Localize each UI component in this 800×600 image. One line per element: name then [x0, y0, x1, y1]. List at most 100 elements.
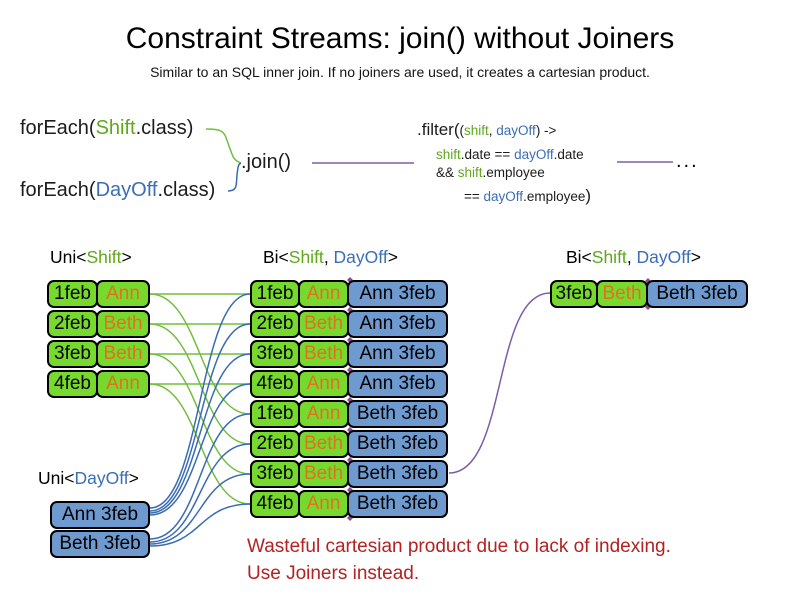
cartesian-row: 2feb Beth Beth 3feb [250, 430, 448, 458]
code-text: == [464, 189, 484, 204]
label-part: > [121, 247, 132, 267]
shift-employee-cell: Ann [96, 280, 150, 308]
cartesian-row: 3feb Beth Ann 3feb [250, 340, 448, 368]
dayoff-cell: Beth 3feb [646, 280, 748, 308]
shift-date-cell: 1feb [250, 400, 300, 428]
shift-date-cell: 3feb [250, 340, 300, 368]
dayoff-type-token: DayOff [636, 247, 691, 267]
foreach-dayoff-code: forEach(DayOff.class) [20, 179, 215, 202]
shift-employee-cell: Beth [96, 340, 150, 368]
dayoff-type-token: DayOff [74, 468, 129, 488]
code-text: ) -> [535, 123, 557, 138]
code-text: .date == [460, 147, 515, 162]
dayoff-param-token: dayOff [514, 147, 554, 162]
dayoff-cell: Ann 3feb [347, 340, 448, 368]
cartesian-row: 2feb Beth Ann 3feb [250, 310, 448, 338]
filter-code-line1: .filter((shift, dayOff) -> [417, 120, 556, 140]
page-subtitle: Similar to an SQL inner join. If no join… [150, 64, 650, 80]
shift-date-cell: 2feb [250, 430, 300, 458]
foreach-shift-code: forEach(Shift.class) [20, 117, 193, 140]
label-part: Bi< [566, 247, 592, 267]
cartesian-row: 1feb Ann Beth 3feb [250, 400, 448, 428]
join-lines [312, 161, 673, 474]
shift-date-cell: 1feb [47, 280, 98, 308]
shift-date-cell: 1feb [250, 280, 300, 308]
code-text: .class) [135, 117, 194, 139]
shift-date-cell: 2feb [250, 310, 300, 338]
dayoff-cell: Ann 3feb [347, 280, 448, 308]
dayoff-param-token: dayOff [483, 189, 524, 204]
bi-shift-dayoff-label-right: Bi<Shift, DayOff> [566, 247, 701, 268]
cartesian-row: 4feb Ann Ann 3feb [250, 370, 448, 398]
filter-code-line3: && shift.employee [436, 165, 545, 180]
shift-type-token: Shift [288, 247, 324, 267]
result-row: 3feb Beth Beth 3feb [550, 280, 748, 308]
shift-param-token: shift [436, 147, 461, 162]
shift-type-token: Shift [591, 247, 627, 267]
join-code: .join() [241, 151, 292, 173]
dayoff-cell: Ann 3feb [347, 310, 448, 338]
dayoff-cell: Ann 3feb [50, 501, 150, 529]
shift-employee-cell: Beth [298, 310, 349, 338]
dayoff-type-token: DayOff [333, 247, 388, 267]
dayoff-class-token: DayOff [95, 179, 158, 201]
dayoff-cell: Beth 3feb [347, 430, 448, 458]
dayoff-param-token: dayOff [496, 123, 536, 138]
warning-line2: Use Joiners instead. [247, 563, 420, 584]
code-text: ( [459, 123, 465, 138]
bi-shift-dayoff-label-middle: Bi<Shift, DayOff> [263, 247, 398, 268]
shift-employee-cell: Beth [298, 340, 349, 368]
code-text: .employee [482, 165, 545, 180]
shift-date-cell: 3feb [47, 340, 98, 368]
shift-employee-cell: Beth [298, 460, 349, 488]
stream-continuation-ellipsis: ... [676, 150, 699, 172]
shift-employee-cell: Ann [96, 370, 150, 398]
shift-date-cell: 3feb [250, 460, 300, 488]
label-part: , [323, 247, 334, 267]
cartesian-row: 3feb Beth Beth 3feb [250, 460, 448, 488]
shift-type-token: Shift [86, 247, 122, 267]
label-part: , [626, 247, 637, 267]
shift-employee-cell: Ann [298, 400, 349, 428]
code-text: .date [553, 147, 584, 162]
cartesian-row: 1feb Ann Ann 3feb [250, 280, 448, 308]
cartesian-row: 4feb Ann Beth 3feb [250, 490, 448, 518]
code-text: forEach( [20, 117, 96, 139]
filter-head-token: .filter( [417, 120, 460, 139]
shift-date-cell: 4feb [47, 370, 98, 398]
shift-date-cell: 4feb [250, 490, 300, 518]
shift-employee-cell: Ann [298, 490, 349, 518]
dayoff-stream-lines [149, 162, 251, 547]
dayoff-cell: Beth 3feb [50, 530, 150, 558]
shift-param-token: shift [457, 165, 483, 180]
uni-dayoff-label: Uni<DayOff> [38, 468, 139, 489]
shift-date-cell: 4feb [250, 370, 300, 398]
page-title: Constraint Streams: join() without Joine… [125, 22, 675, 55]
code-text: .class) [157, 179, 216, 201]
shift-class-token: Shift [95, 117, 136, 139]
label-part: > [690, 247, 701, 267]
dayoff-cell: Ann 3feb [347, 370, 448, 398]
shift-param-token: shift [464, 123, 489, 138]
label-part: Uni< [50, 247, 87, 267]
shift-employee-cell: Beth [96, 310, 150, 338]
filter-code-line4: == dayOff.employee) [464, 186, 591, 206]
dayoff-cell: Beth 3feb [347, 400, 448, 428]
shift-employee-cell: Ann [298, 280, 349, 308]
dayoff-cell: Beth 3feb [347, 460, 448, 488]
label-part: Bi< [263, 247, 289, 267]
label-part: > [128, 468, 139, 488]
shift-employee-cell: Beth [596, 280, 648, 308]
shift-employee-cell: Ann [298, 370, 349, 398]
shift-row: 1feb Ann [47, 280, 150, 308]
shift-row: 2feb Beth [47, 310, 150, 338]
code-text: , [488, 123, 497, 138]
label-part: > [387, 247, 398, 267]
code-text: .employee [523, 189, 586, 204]
dayoff-row: Ann 3feb [50, 501, 150, 529]
shift-employee-cell: Beth [298, 430, 349, 458]
shift-date-cell: 3feb [550, 280, 598, 308]
warning-line1: Wasteful cartesian product due to lack o… [247, 536, 671, 557]
code-text: && [436, 165, 458, 180]
